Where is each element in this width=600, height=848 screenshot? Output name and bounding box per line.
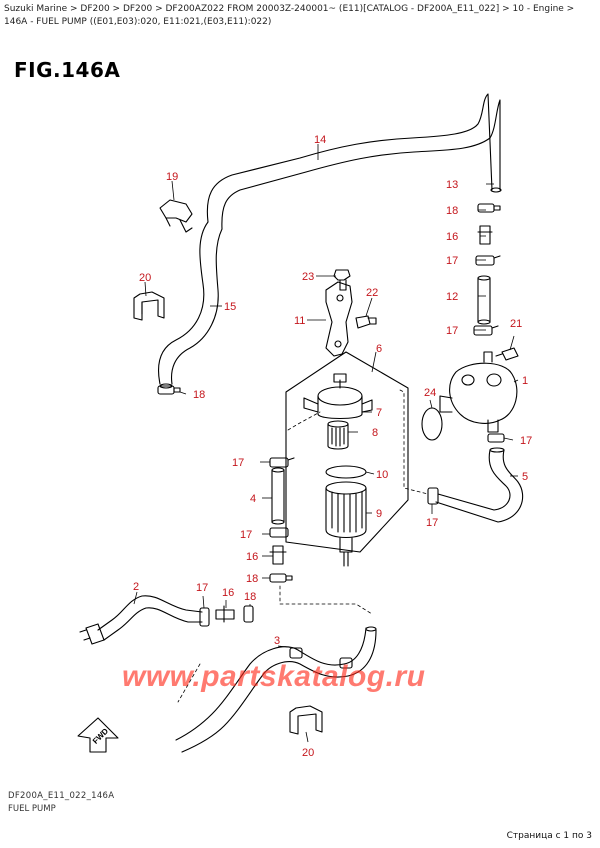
clamp-18-left-b	[269, 573, 293, 583]
bolt-23	[333, 269, 351, 291]
pipe-4	[271, 467, 285, 525]
callout-8: 8	[372, 427, 378, 439]
callout-6: 6	[376, 343, 382, 355]
callout-13: 13	[446, 179, 458, 191]
clamp-17-hose5	[427, 487, 439, 505]
o-ring-24	[421, 407, 443, 441]
pipe-12	[477, 275, 491, 325]
filter-cup-9	[325, 481, 367, 567]
hose-5	[435, 447, 524, 523]
joint-16-lower	[215, 605, 235, 623]
bolt-21	[495, 347, 519, 361]
clamp-17-right-b	[473, 325, 499, 336]
callout-20: 20	[302, 747, 314, 759]
filter-element-8	[327, 420, 349, 450]
clamp-17-left-a	[269, 457, 295, 468]
breadcrumb: Suzuki Marine > DF200 > DF200 > DF200AZ0…	[4, 4, 575, 27]
page-counter: Страница с 1 по 3	[506, 831, 592, 841]
fwd-arrow-icon	[77, 717, 119, 753]
clamp-17-left-b	[269, 527, 289, 538]
callout-17: 17	[240, 529, 252, 541]
callout-2: 2	[133, 581, 139, 593]
callout-16: 16	[246, 551, 258, 563]
hose-3	[175, 626, 377, 753]
watermark: www.partskatalog.ru	[122, 660, 426, 693]
figure-title: FIG.146A	[14, 58, 121, 82]
hose-2	[79, 595, 203, 645]
bracket-11	[325, 281, 353, 357]
filter-head-7	[303, 373, 373, 420]
callout-4: 4	[250, 493, 256, 505]
callout-11: 11	[294, 315, 305, 327]
callout-18: 18	[446, 205, 458, 217]
o-ring-10	[325, 465, 367, 479]
callout-18: 18	[193, 389, 205, 401]
callout-3: 3	[274, 635, 280, 647]
callout-9: 9	[376, 508, 382, 520]
clamp-17-lower	[199, 607, 210, 627]
bolt-22	[355, 315, 377, 329]
callout-18: 18	[246, 573, 258, 585]
clamp-17-pump-out	[487, 433, 505, 443]
callout-24: 24	[424, 387, 436, 399]
callout-15: 15	[224, 301, 236, 313]
joint-16-right	[477, 225, 493, 245]
callout-14: 14	[314, 134, 326, 146]
callout-5: 5	[522, 471, 528, 483]
callout-17: 17	[446, 255, 458, 267]
callout-1: 1	[522, 375, 528, 387]
clamp-18-lower	[243, 605, 254, 623]
callout-16: 16	[222, 587, 234, 599]
callout-17: 17	[196, 582, 208, 594]
fuel-pump-1	[439, 351, 518, 433]
callout-7: 7	[376, 407, 382, 419]
callout-12: 12	[446, 291, 458, 303]
filter-frame	[285, 351, 409, 553]
hose-14	[206, 93, 502, 230]
callout-16: 16	[446, 231, 458, 243]
callout-21: 21	[510, 318, 522, 330]
clamp-19	[159, 199, 193, 233]
clamp-18-left	[157, 385, 181, 395]
clamp-18-right	[477, 203, 501, 213]
callout-17: 17	[232, 457, 244, 469]
callout-17: 17	[426, 517, 438, 529]
clip-20-left	[133, 291, 165, 321]
callout-19: 19	[166, 171, 178, 183]
clip-20-lower	[289, 705, 323, 735]
callout-17: 17	[446, 325, 458, 337]
callout-18: 18	[244, 591, 256, 603]
callout-10: 10	[376, 469, 388, 481]
hose-15	[158, 221, 223, 389]
callout-17: 17	[520, 435, 532, 447]
footer-diagram-name: FUEL PUMP	[8, 804, 56, 814]
joint-16-left	[269, 545, 287, 565]
callout-22: 22	[366, 287, 378, 299]
footer-diagram-code: DF200A_E11_022_146A	[8, 791, 115, 801]
callout-23: 23	[302, 271, 314, 283]
callout-20: 20	[139, 272, 151, 284]
clamp-17-right-a	[475, 255, 501, 266]
